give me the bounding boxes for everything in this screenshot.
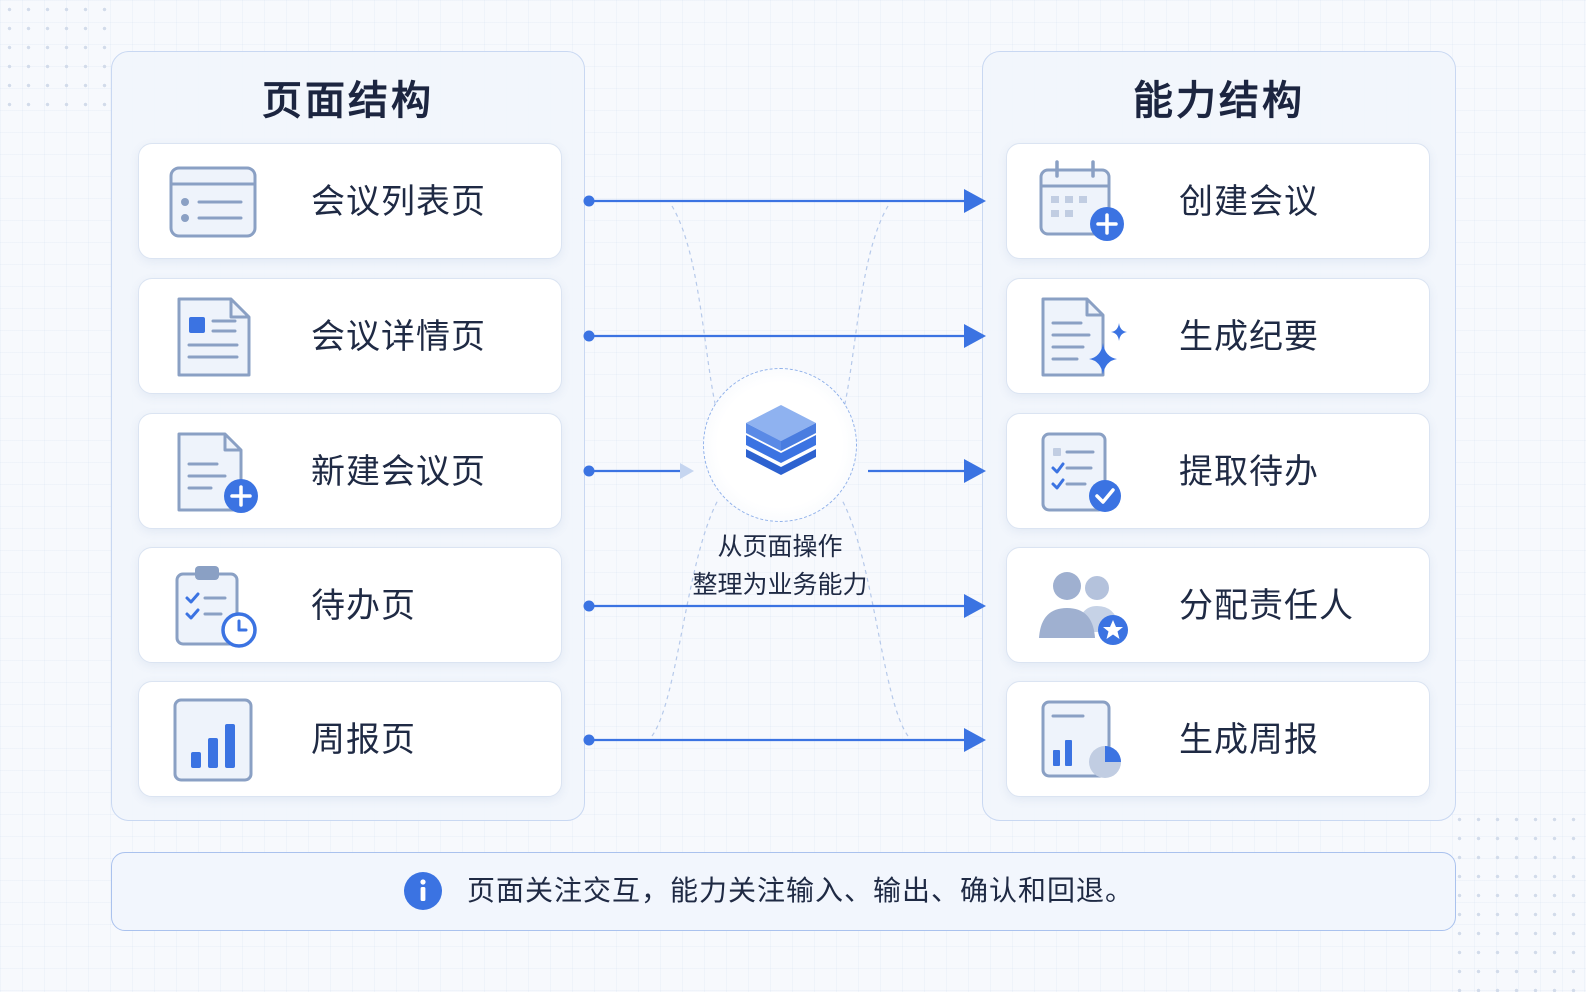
clipboard-clock-icon: [165, 562, 261, 650]
decorative-dots-top-left: [0, 0, 120, 120]
page-card-meeting-list[interactable]: 会议列表页: [138, 143, 562, 259]
page-structure-title: 页面结构: [262, 78, 434, 124]
connector-row-4: [583, 594, 986, 618]
page-card-label: 周报页: [311, 720, 416, 760]
capability-card-label: 生成纪要: [1179, 317, 1319, 357]
info-icon: [404, 872, 442, 910]
calendar-add-icon: [1033, 158, 1129, 246]
page-card-meeting-detail[interactable]: 会议详情页: [138, 278, 562, 394]
list-page-icon: [165, 158, 261, 246]
page-card-weekly-report[interactable]: 周报页: [138, 681, 562, 797]
page-card-label: 新建会议页: [311, 452, 486, 492]
page-card-new-meeting[interactable]: 新建会议页: [138, 413, 562, 529]
capability-structure-title: 能力结构: [1133, 78, 1305, 124]
document-sparkle-icon: [1033, 293, 1129, 381]
connector-row-5: [583, 728, 986, 752]
detail-page-icon: [165, 293, 261, 381]
footer-note-text: 页面关注交互，能力关注输入、输出、确认和回退。: [467, 874, 1135, 907]
capability-card-generate-minutes[interactable]: 生成纪要: [1006, 278, 1430, 394]
footer-note-box: 页面关注交互，能力关注输入、输出、确认和回退。: [111, 852, 1456, 931]
report-chart-icon: [1033, 696, 1129, 784]
page-card-label: 会议列表页: [311, 182, 486, 222]
capability-card-generate-weekly[interactable]: 生成周报: [1006, 681, 1430, 797]
decorative-dots-bottom-right: [1450, 810, 1586, 992]
page-card-todo[interactable]: 待办页: [138, 547, 562, 663]
transform-hub: [703, 368, 857, 522]
hub-caption-line-2: 整理为业务能力: [692, 570, 868, 599]
bar-chart-icon: [165, 696, 261, 784]
page-card-label: 会议详情页: [311, 317, 486, 357]
capability-card-extract-todo[interactable]: 提取待办: [1006, 413, 1430, 529]
capability-card-label: 生成周报: [1179, 720, 1319, 760]
capability-card-assign-owner[interactable]: 分配责任人: [1006, 547, 1430, 663]
hub-caption: 从页面操作 整理为业务能力: [660, 528, 900, 604]
connector-row-2: [583, 324, 986, 348]
capability-card-label: 分配责任人: [1179, 586, 1354, 626]
capability-card-label: 提取待办: [1179, 452, 1319, 492]
users-badge-icon: [1033, 562, 1129, 650]
page-card-label: 待办页: [311, 586, 416, 626]
capability-card-create-meeting[interactable]: 创建会议: [1006, 143, 1430, 259]
layers-icon: [746, 405, 816, 475]
capability-card-label: 创建会议: [1179, 182, 1319, 222]
connector-row-3: [583, 459, 986, 483]
checklist-check-icon: [1033, 428, 1129, 516]
connector-row-1: [583, 189, 986, 213]
hub-caption-line-1: 从页面操作: [717, 532, 843, 561]
new-document-icon: [165, 428, 261, 516]
